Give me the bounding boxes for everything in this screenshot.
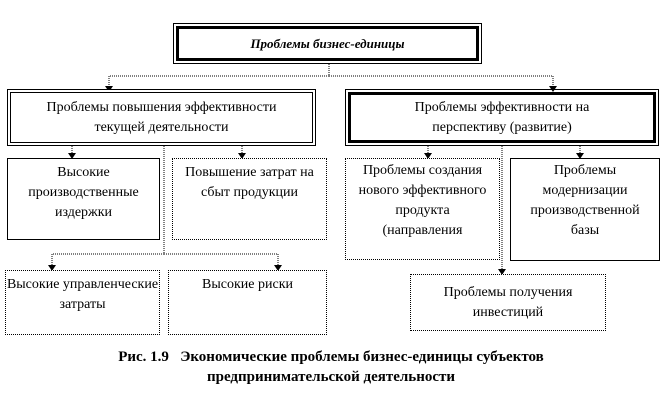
figure-number: Рис. 1.9 xyxy=(118,349,169,365)
problem-box: Высокие управленческие затраты xyxy=(5,270,160,335)
problem-box: Высокие производственные издержки xyxy=(7,158,160,240)
figure-caption: Рис. 1.9 Экономические проблемы бизнес-е… xyxy=(0,347,662,367)
problem-label: Высокие управленческие затраты xyxy=(6,277,159,312)
problem-label: Проблемы создания нового эффективного пр… xyxy=(358,163,487,238)
problem-box: Проблемы получения инвестиций xyxy=(410,274,606,331)
caption-line-1: Экономические проблемы бизнес-единицы су… xyxy=(180,349,544,365)
connector xyxy=(108,64,330,88)
left-category-box: Проблемы повышения эффективности текущей… xyxy=(7,89,316,146)
problem-box: Повышение затрат на сбыт продукции xyxy=(172,158,327,240)
caption-line-2: предпринимательской деятельности xyxy=(206,369,456,385)
left-category-label: Проблемы повышения эффективности текущей… xyxy=(46,99,277,135)
problem-box: Проблемы модернизации производственной б… xyxy=(510,158,660,261)
problem-label: Проблемы получения инвестиций xyxy=(443,284,573,320)
problem-box: Высокие риски xyxy=(168,270,327,335)
figure-caption-2: предпринимательской деятельности xyxy=(0,367,662,387)
root-box: Проблемы бизнес-единицы xyxy=(173,23,482,64)
problem-label: Высокие производственные издержки xyxy=(28,165,139,220)
right-category-label: Проблемы эффективности на перспективу (р… xyxy=(414,99,590,135)
right-category-box: Проблемы эффективности на перспективу (р… xyxy=(345,89,659,146)
root-label: Проблемы бизнес-единицы xyxy=(250,35,405,51)
problem-label: Высокие риски xyxy=(202,277,293,292)
problem-label: Повышение затрат на сбыт продукции xyxy=(185,165,314,200)
problem-label: Проблемы модернизации производственной б… xyxy=(530,163,640,238)
problem-box: Проблемы создания нового эффективного пр… xyxy=(345,158,500,260)
